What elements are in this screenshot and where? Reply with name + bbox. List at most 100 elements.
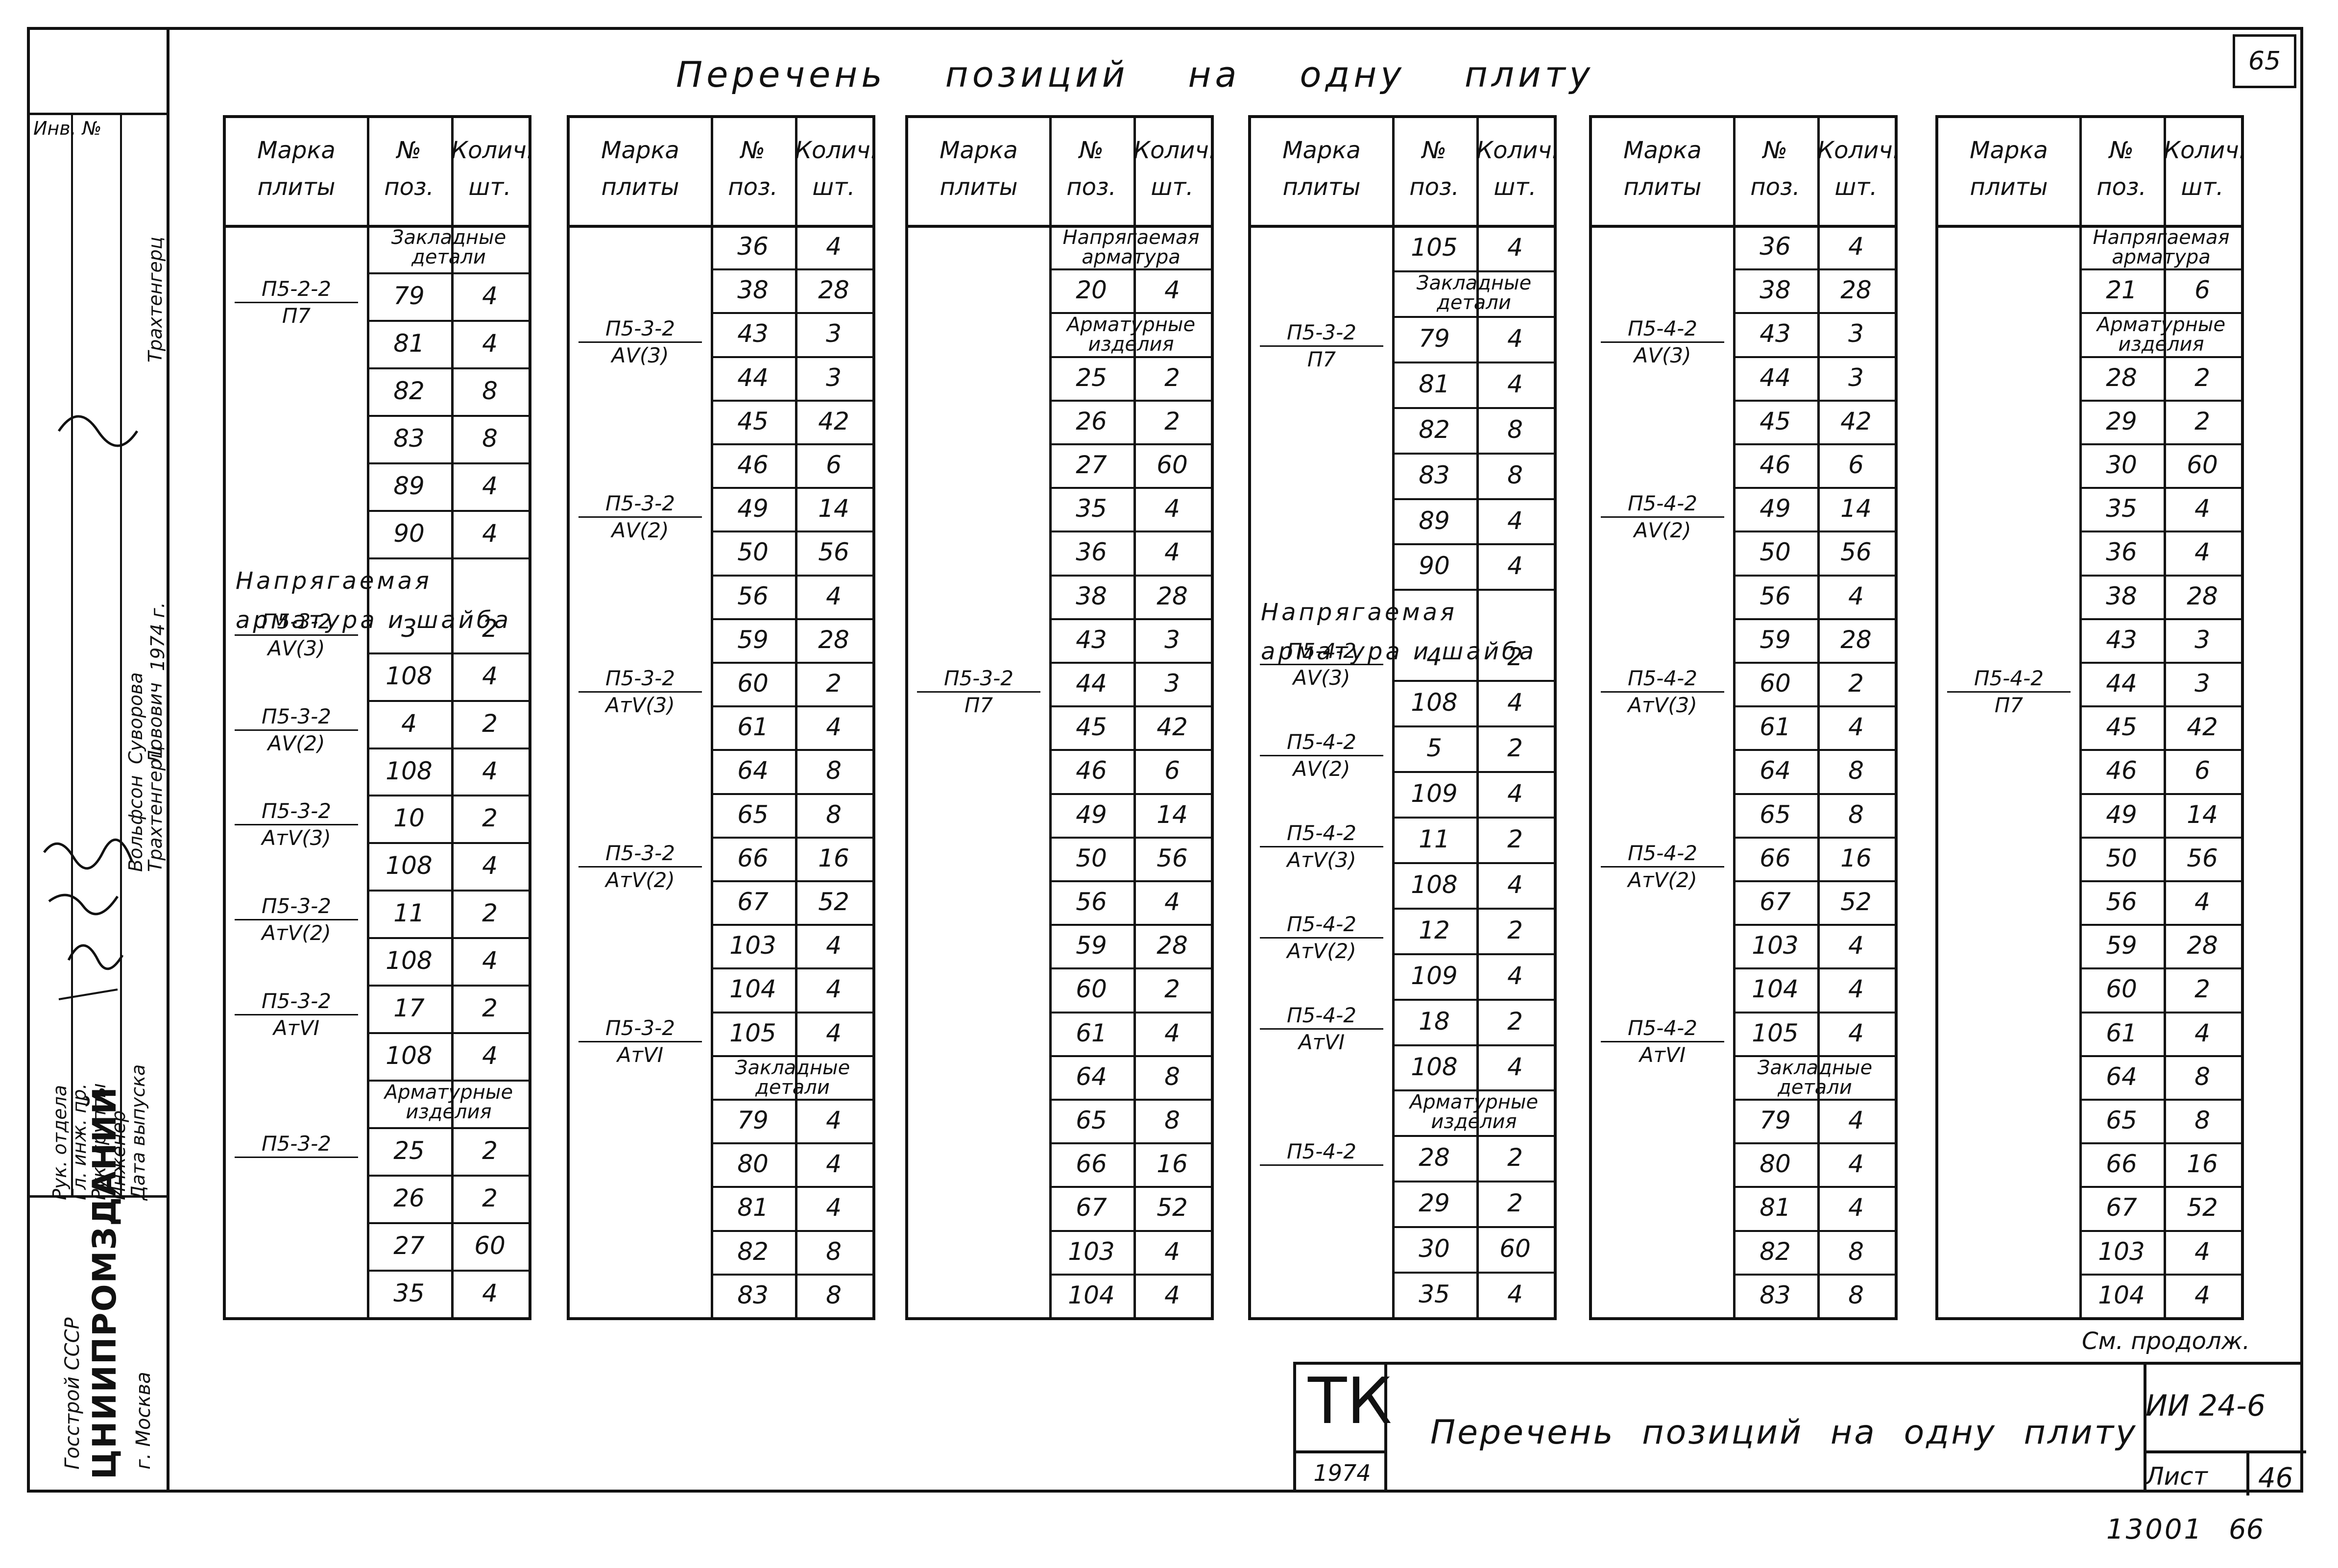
position-number: 65 — [2106, 1106, 2137, 1134]
position-number: 103 — [2098, 1237, 2145, 1266]
row-divider — [711, 574, 872, 577]
table-column-line — [1476, 118, 1479, 1317]
quantity-value: 8 — [1507, 415, 1523, 444]
position-number: 103 — [729, 931, 776, 960]
row-divider — [2079, 268, 2241, 271]
row-divider — [367, 747, 529, 749]
plate-mark-steel: П7 — [1307, 347, 1336, 371]
quantity-value: 3 — [2194, 625, 2210, 654]
quantity-value: 2 — [482, 709, 498, 738]
quantity-value: 2 — [1507, 1189, 1523, 1218]
plate-mark-code: П5-4-2 — [1260, 820, 1383, 847]
quantity-value: 4 — [2194, 888, 2210, 916]
row-divider — [367, 985, 529, 987]
row-divider — [1049, 443, 1211, 445]
quantity-value: 4 — [482, 1041, 498, 1070]
position-number: 81 — [393, 329, 425, 358]
header-position: поз. — [2097, 173, 2146, 201]
position-number: 49 — [1760, 494, 1791, 523]
quantity-value: 2 — [1507, 643, 1523, 672]
plate-mark: П5-4-2 — [1260, 1139, 1383, 1166]
quantity-value: 28 — [2187, 581, 2218, 610]
quantity-value: 6 — [1848, 451, 1864, 479]
row-divider — [1733, 1186, 1895, 1188]
header-position: № — [741, 137, 765, 164]
row-divider — [2079, 1186, 2241, 1188]
position-number: 66 — [1760, 844, 1791, 872]
row-divider — [1733, 268, 1895, 271]
section-heading: Арматурные изделия — [384, 1081, 513, 1124]
quantity-value: 28 — [818, 276, 849, 305]
quantity-value: 42 — [818, 407, 849, 435]
position-number: 36 — [737, 232, 769, 261]
quantity-value: 2 — [2194, 975, 2210, 1004]
position-number: 43 — [1076, 625, 1107, 654]
quantity-value: 4 — [2194, 494, 2210, 523]
quantity-value: 4 — [1507, 552, 1523, 580]
table-column-line — [2079, 118, 2082, 1317]
quantity-value: 3 — [1848, 363, 1864, 392]
header-quantity: Колич. — [1476, 137, 1559, 164]
row-divider — [1733, 749, 1895, 751]
quantity-value: 8 — [1848, 800, 1864, 829]
plate-mark-steel: АтV(3) — [605, 693, 675, 717]
position-number: 108 — [386, 1041, 433, 1070]
header-position: № — [397, 137, 421, 164]
position-number: 60 — [2106, 975, 2137, 1004]
quantity-value: 2 — [1507, 824, 1523, 853]
quantity-value: 4 — [482, 851, 498, 880]
position-number: 90 — [393, 519, 425, 548]
position-number: 43 — [2106, 625, 2137, 654]
quantity-value: 4 — [1848, 1193, 1864, 1222]
position-number: 67 — [737, 888, 769, 916]
position-number: 81 — [1419, 369, 1450, 398]
row-divider — [1392, 862, 1554, 864]
row-divider — [711, 1099, 872, 1101]
position-number: 67 — [1760, 888, 1791, 916]
position-number: 44 — [737, 363, 769, 392]
position-number: 4 — [401, 709, 417, 738]
row-divider — [1392, 1044, 1554, 1046]
header-position: поз. — [1066, 173, 1116, 201]
quantity-value: 52 — [1157, 1193, 1188, 1222]
quantity-value: 2 — [1507, 1143, 1523, 1172]
row-divider — [367, 319, 529, 322]
position-number: 44 — [1076, 669, 1107, 698]
row-divider — [1733, 443, 1895, 445]
title-block-divider — [2246, 1450, 2249, 1496]
row-divider — [1049, 574, 1211, 577]
position-number: 46 — [2106, 756, 2137, 785]
position-number: 43 — [737, 319, 769, 348]
row-divider — [1392, 725, 1554, 728]
position-number: 83 — [393, 424, 425, 453]
row-divider — [2079, 880, 2241, 882]
quantity-value: 4 — [1507, 1280, 1523, 1309]
position-number: 64 — [2106, 1062, 2137, 1091]
quantity-value: 8 — [1164, 1106, 1180, 1134]
position-number: 90 — [1419, 552, 1450, 580]
position-number: 49 — [2106, 800, 2137, 829]
table-header-divider — [226, 225, 529, 228]
row-divider — [711, 1273, 872, 1276]
plate-mark-steel: АтV(3) — [1287, 847, 1356, 872]
row-divider — [367, 367, 529, 369]
row-divider — [1049, 1099, 1211, 1101]
row-divider — [1049, 618, 1211, 620]
row-divider — [711, 618, 872, 620]
position-number: 27 — [393, 1231, 425, 1260]
quantity-value: 4 — [826, 975, 842, 1004]
quantity-value: 4 — [1507, 324, 1523, 353]
row-divider — [367, 700, 529, 702]
section-heading: Напрягаемая арматура — [1062, 226, 1200, 268]
position-number: 66 — [737, 844, 769, 872]
role-label: Рук. отдела — [49, 1085, 71, 1200]
header-mark: плиты — [1623, 173, 1702, 201]
position-number: 38 — [2106, 581, 2137, 610]
section-heading: Арматурные изделия — [1066, 314, 1196, 356]
